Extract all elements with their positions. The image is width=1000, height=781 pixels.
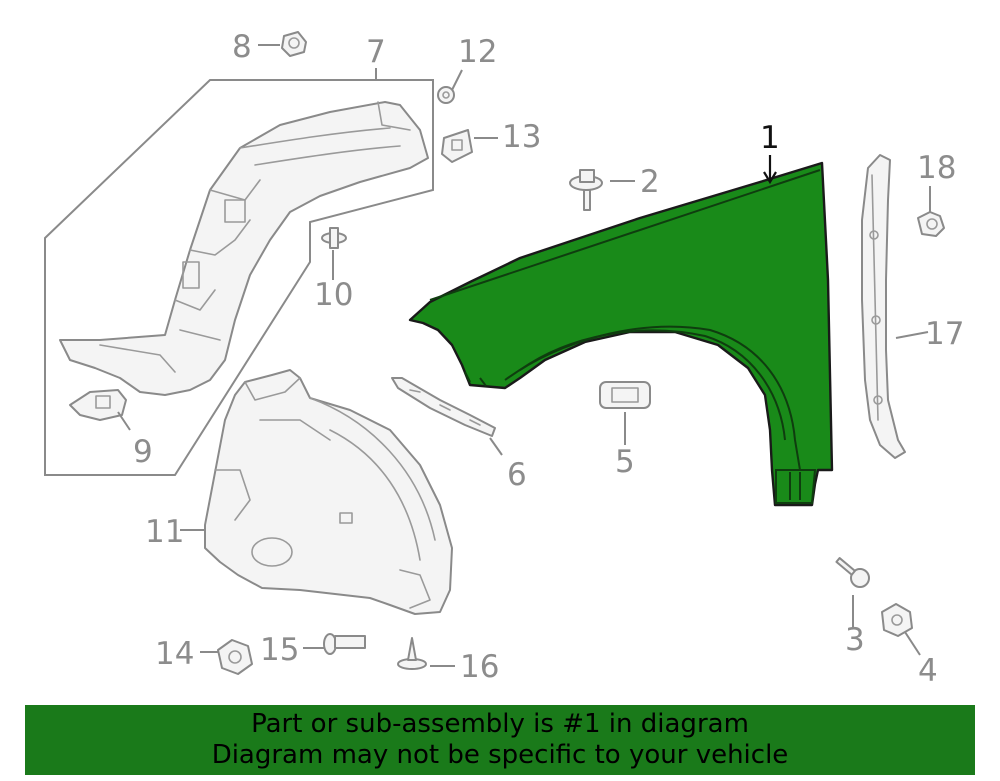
callout-3: 3 [845, 622, 865, 658]
part-9-bracket[interactable] [69, 389, 127, 421]
callout-18: 18 [917, 150, 956, 186]
part-2-bolt[interactable] [569, 169, 603, 211]
part-8-nut[interactable] [281, 31, 307, 57]
callout-11: 11 [145, 514, 184, 550]
callout-9: 9 [133, 434, 153, 470]
banner-line-2: Diagram may not be specific to your vehi… [211, 740, 789, 770]
part-12-screw[interactable] [437, 86, 455, 104]
part-10-pin[interactable] [321, 227, 347, 249]
part-18-rivet[interactable] [917, 211, 945, 237]
part-6-molding[interactable] [391, 377, 496, 437]
callout-1: 1 [760, 120, 780, 156]
info-banner: Part or sub-assembly is #1 in diagram Di… [25, 705, 975, 775]
callout-7: 7 [366, 34, 386, 70]
group-7-boundary [44, 79, 434, 476]
part-17-seal[interactable] [861, 154, 906, 459]
callout-13: 13 [502, 119, 541, 155]
callout-2: 2 [640, 164, 660, 200]
part-4-nut[interactable] [881, 603, 913, 637]
part-14-nut[interactable] [217, 639, 253, 675]
part-5-grommet[interactable] [599, 381, 651, 409]
callout-10: 10 [314, 277, 353, 313]
callout-15: 15 [260, 632, 299, 668]
callout-8: 8 [232, 29, 252, 65]
part-15-push-pin[interactable] [323, 633, 366, 655]
callout-4: 4 [918, 653, 938, 689]
part-1-fender[interactable] [408, 161, 834, 507]
callout-14: 14 [155, 636, 194, 672]
callout-6: 6 [507, 457, 527, 493]
part-16-clip[interactable] [397, 637, 427, 670]
part-13-clip[interactable] [441, 129, 473, 163]
callout-12: 12 [458, 34, 497, 70]
part-11-wheelhouse-liner[interactable] [204, 369, 453, 615]
banner-line-1: Part or sub-assembly is #1 in diagram [251, 709, 749, 739]
callout-17: 17 [925, 316, 964, 352]
part-3-screw[interactable] [835, 557, 870, 588]
callout-16: 16 [460, 649, 499, 685]
leader-part-1-arrow [763, 171, 777, 185]
leader-lines [117, 44, 931, 667]
part-7-fender-liner[interactable] [59, 101, 429, 396]
callout-5: 5 [615, 444, 635, 480]
